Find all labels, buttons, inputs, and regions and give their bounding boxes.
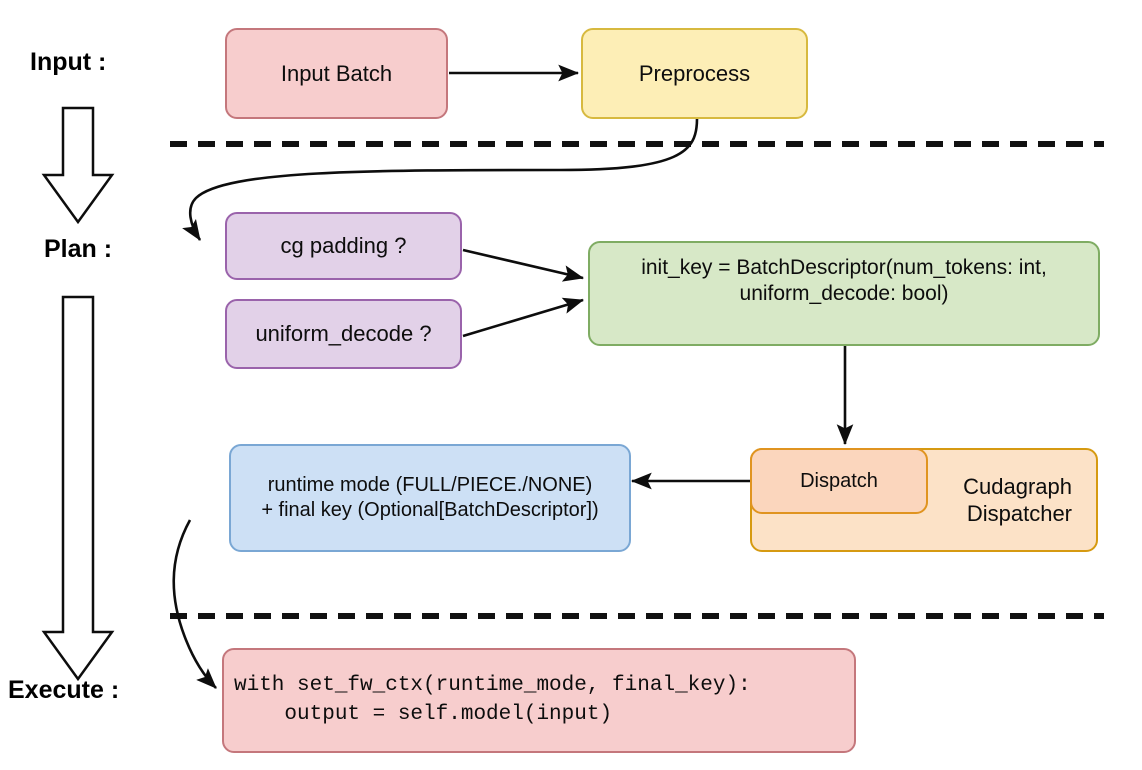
- node-cg-padding[interactable]: cg padding ?: [225, 212, 462, 280]
- stage-label-execute: Execute :: [8, 676, 120, 704]
- node-execute-code[interactable]: with set_fw_ctx(runtime_mode, final_key)…: [222, 648, 856, 753]
- node-execute-code-line1: with set_fw_ctx(runtime_mode, final_key)…: [234, 674, 751, 698]
- stage-label-plan: Plan :: [44, 235, 113, 263]
- node-preprocess-label: Preprocess: [638, 60, 751, 86]
- node-execute-code-line2: output = self.model(input): [234, 702, 613, 726]
- node-runtime-mode-line1: runtime mode (FULL/PIECE./NONE): [267, 474, 593, 496]
- node-cudagraph-dispatcher-line2: Dispatcher: [966, 501, 1072, 526]
- edge-preprocess-to-cg-padding: [182, 118, 699, 241]
- node-runtime-mode[interactable]: runtime mode (FULL/PIECE./NONE) + final …: [229, 444, 631, 552]
- node-dispatch[interactable]: Dispatch: [750, 448, 928, 514]
- node-input-batch-label: Input Batch: [280, 60, 393, 86]
- edge-runtime-mode-to-execute-code: [172, 519, 217, 689]
- node-dispatch-label: Dispatch: [800, 469, 878, 492]
- node-init-key-line1: init_key = BatchDescriptor(num_tokens: i…: [641, 256, 1047, 279]
- node-init-key[interactable]: init_key = BatchDescriptor(num_tokens: i…: [588, 241, 1100, 346]
- node-cg-padding-label: cg padding ?: [280, 233, 407, 259]
- node-uniform-decode-label: uniform_decode ?: [255, 321, 432, 347]
- stage-label-input: Input :: [30, 48, 107, 76]
- plan-to-execute-block-arrow: [41, 295, 115, 682]
- edge-cg-padding-to-init-key: [462, 248, 585, 282]
- node-input-batch[interactable]: Input Batch: [225, 28, 448, 119]
- edge-uniform-decode-to-init-key: [462, 297, 584, 338]
- input-to-plan-block-arrow: [41, 106, 115, 225]
- node-cudagraph-dispatcher-line1: Cudagraph: [963, 473, 1072, 499]
- node-init-key-line2: uniform_decode: bool): [739, 282, 949, 306]
- node-runtime-mode-line2: + final key (Optional[BatchDescriptor]): [261, 499, 599, 521]
- node-preprocess[interactable]: Preprocess: [581, 28, 808, 119]
- node-uniform-decode[interactable]: uniform_decode ?: [225, 299, 462, 369]
